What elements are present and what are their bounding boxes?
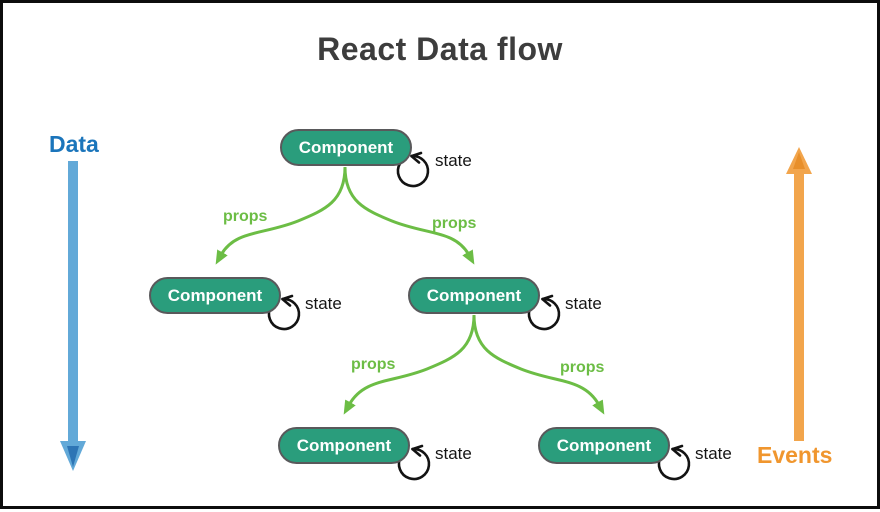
component-node-child-left: Component: [149, 277, 281, 314]
state-loop-icon-root: [396, 151, 430, 188]
props-edge-label: props: [432, 215, 477, 232]
component-node-label: Component: [556, 435, 652, 455]
edge-childright-to-gc-left: [343, 314, 476, 415]
events-arrow: [786, 147, 812, 441]
arrows-layer: [60, 147, 812, 481]
state-label: state: [565, 294, 602, 313]
data-label: Data: [49, 131, 99, 157]
component-node-label: Component: [296, 435, 392, 455]
props-edge-label: props: [223, 208, 268, 225]
data-flow-arrow: [60, 161, 86, 471]
diagram-title: React Data flow: [317, 31, 563, 67]
component-node-label: Component: [426, 285, 522, 305]
state-label: state: [305, 294, 342, 313]
edge-childright-to-gc-right: [472, 314, 605, 415]
state-loop-icon-child-right: [527, 294, 561, 331]
component-node-child-right: Component: [408, 277, 540, 314]
component-node-grandchild-left: Component: [278, 427, 410, 464]
state-label: state: [695, 444, 732, 463]
edge-root-to-child-left: [215, 166, 347, 265]
component-node-root: Component: [280, 129, 412, 166]
state-loop-icon-child-left: [267, 294, 301, 331]
component-node-label: Component: [298, 137, 394, 157]
state-loop-icon-gc-right: [657, 444, 691, 481]
state-label: state: [435, 444, 472, 463]
props-edge-label: props: [351, 356, 396, 373]
edge-root-to-child-right: [343, 166, 475, 265]
props-edge-label: props: [560, 359, 605, 376]
state-label: state: [435, 151, 472, 170]
component-node-grandchild-right: Component: [538, 427, 670, 464]
events-label: Events: [757, 442, 833, 468]
diagram-stage: React Data flow: [3, 3, 877, 506]
component-node-label: Component: [167, 285, 263, 305]
state-loop-icon-gc-left: [397, 444, 431, 481]
